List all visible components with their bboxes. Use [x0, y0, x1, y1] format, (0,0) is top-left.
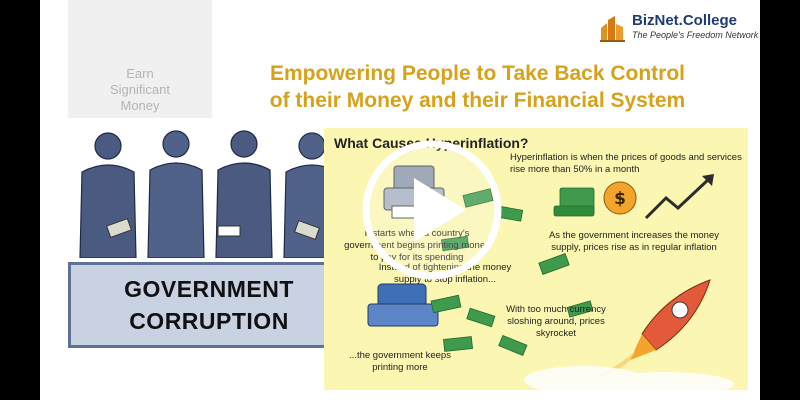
- step-text: Instead of tightening the money supply t…: [379, 262, 512, 285]
- video-thumbnail[interactable]: Earn Significant Money BizNet.College Th…: [40, 0, 760, 400]
- step-text: ...the government keeps printing more: [349, 350, 451, 373]
- tag-line: Significant: [110, 82, 170, 97]
- step-text: As the government increases the money su…: [548, 230, 720, 253]
- rocket-icon: [594, 279, 711, 378]
- brand-tagline: The People's Freedom Network: [632, 30, 759, 40]
- trend-up-arrow-icon: [644, 176, 712, 220]
- definition-text: Hyperinflation is when the prices of goo…: [510, 152, 742, 175]
- dollar-coin-icon: $: [603, 181, 637, 215]
- money-icon: [430, 187, 595, 356]
- businessman: [79, 132, 137, 258]
- trend-arrow-head: [702, 174, 714, 186]
- brand-logo: BizNet.College The People's Freedom Netw…: [598, 12, 758, 44]
- headline: Empowering People to Take Back Control o…: [200, 60, 755, 114]
- earn-money-tag: Earn Significant Money: [68, 0, 212, 118]
- cloud: [524, 366, 734, 390]
- step-text: With too much currency sloshing around, …: [506, 304, 606, 339]
- businessmen-illustration: [79, 130, 341, 258]
- tag-line: Money: [120, 98, 160, 113]
- svg-text:$: $: [614, 189, 626, 209]
- headline-line: Empowering People to Take Back Control: [269, 62, 686, 85]
- gov-box-line: GOVERNMENT: [124, 276, 294, 302]
- cash-bundle: [105, 217, 321, 241]
- brand-name: BizNet.College: [632, 12, 738, 29]
- headline-line: of their Money and their Financial Syste…: [269, 89, 686, 112]
- printer-icon: [367, 283, 439, 327]
- businessman: [215, 130, 273, 258]
- businessman: [147, 130, 205, 258]
- government-corruption-box: GOVERNMENT CORRUPTION: [68, 262, 350, 348]
- building-logo-icon: [600, 16, 625, 42]
- play-button[interactable]: [358, 136, 506, 284]
- infographic-art: $: [367, 165, 734, 390]
- play-icon: [414, 178, 466, 242]
- tag-line: Earn: [126, 66, 154, 81]
- gov-box-line: CORRUPTION: [129, 308, 289, 334]
